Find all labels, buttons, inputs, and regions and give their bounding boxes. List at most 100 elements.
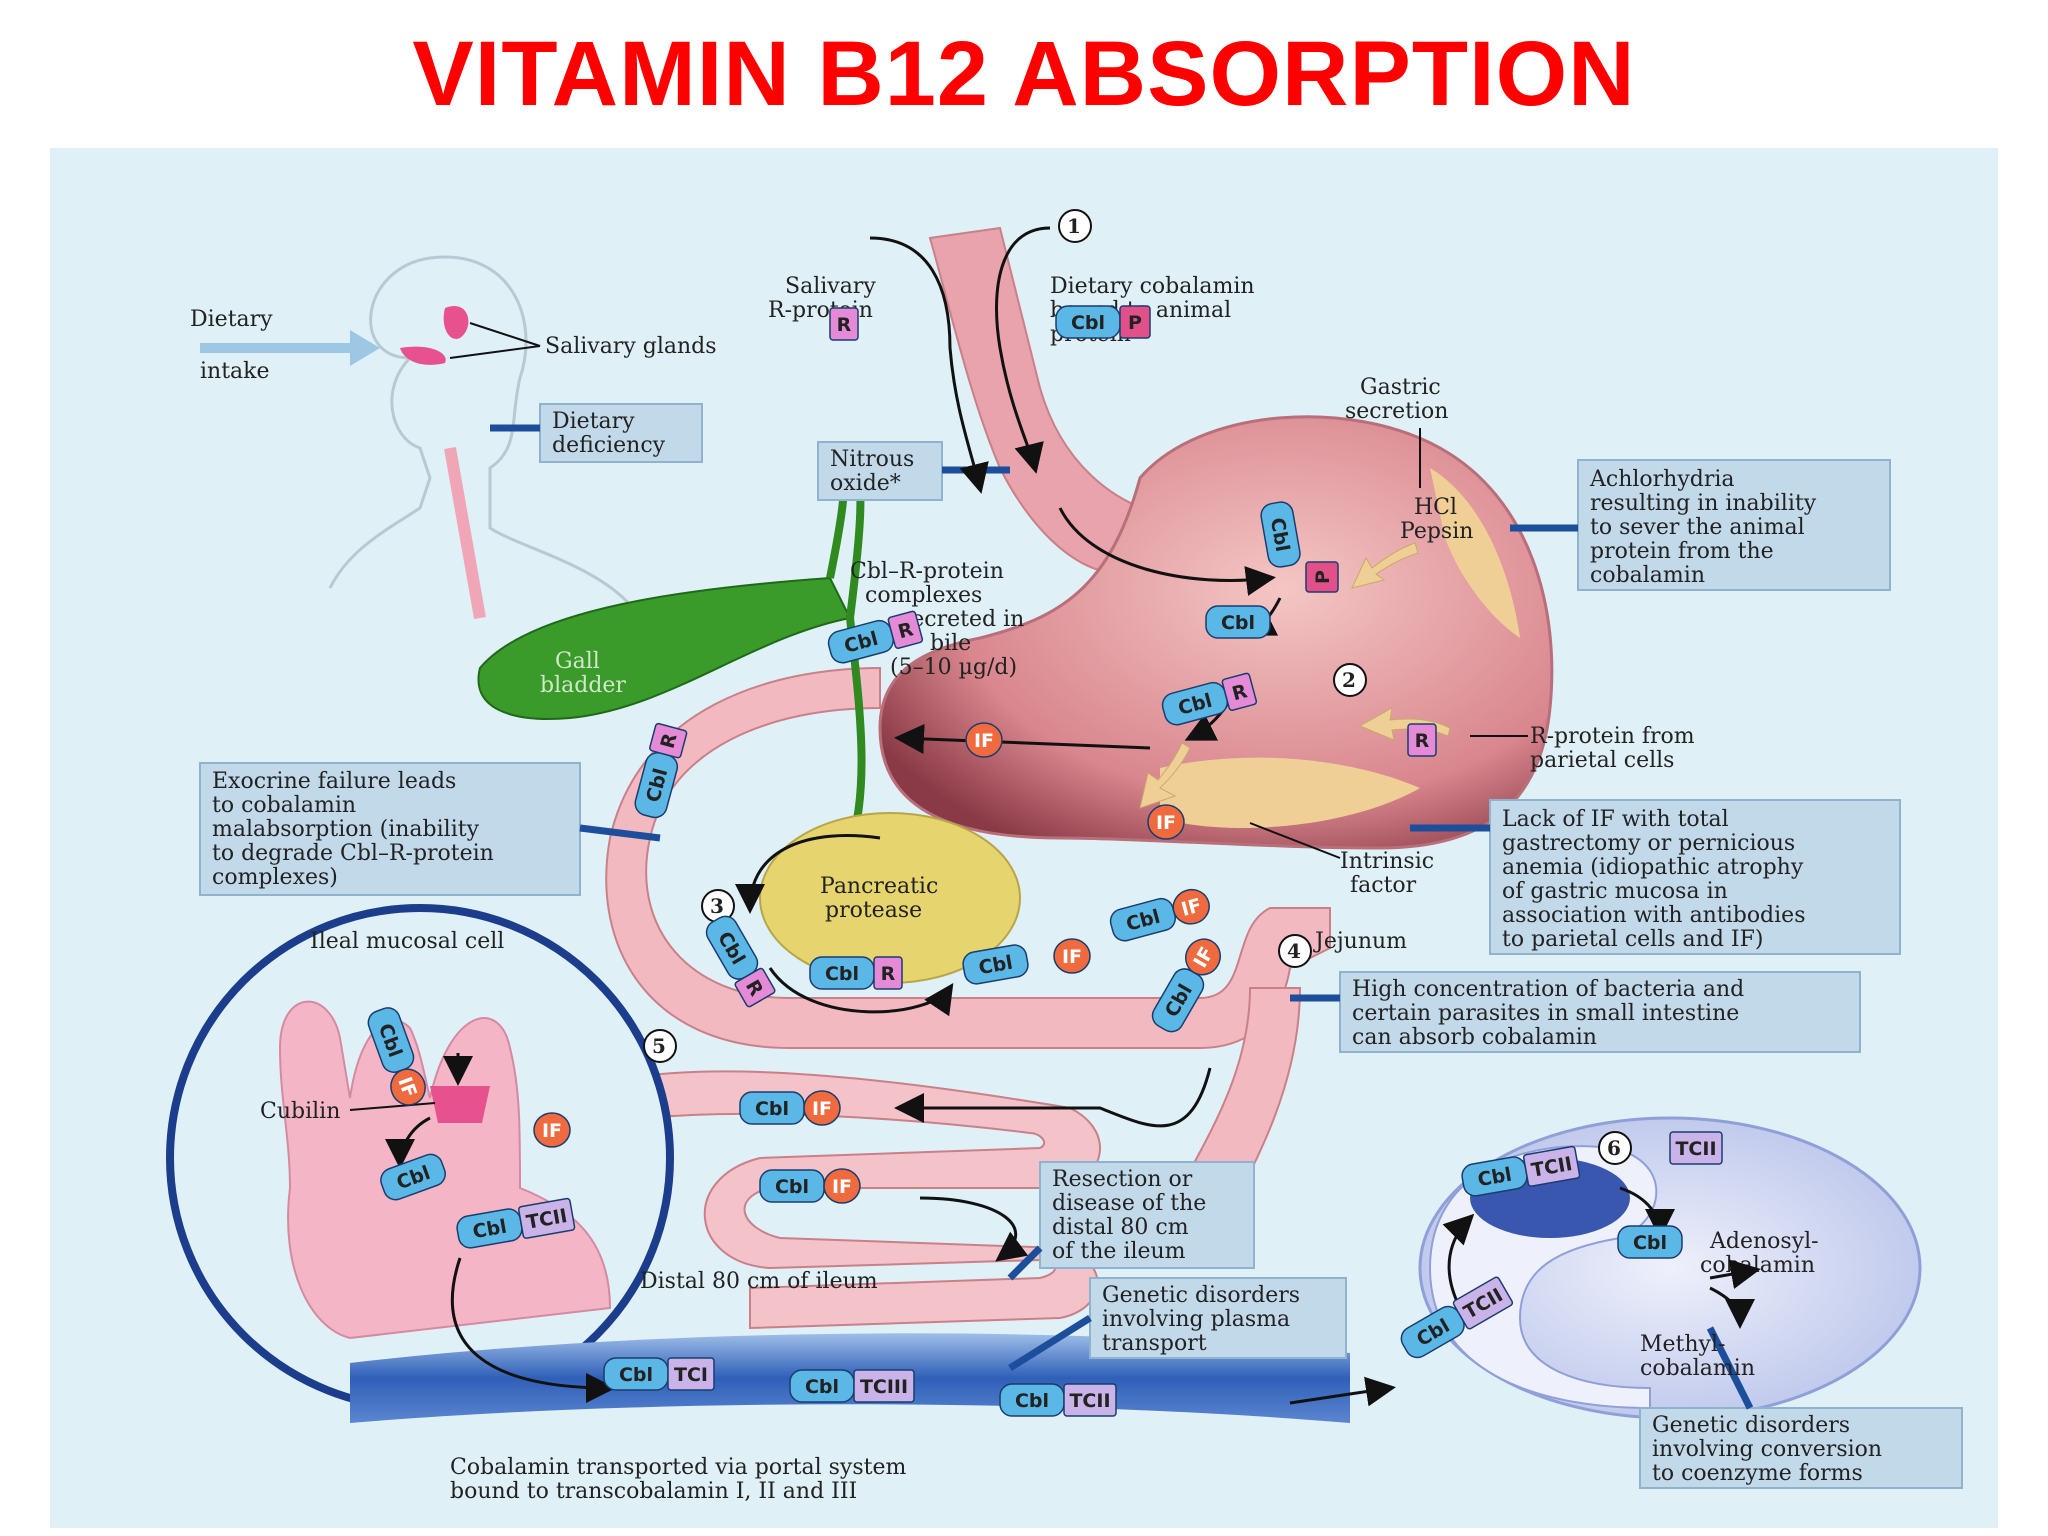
exocrine-2: to cobalamin — [212, 793, 356, 818]
molecule-tag: IF — [1053, 938, 1091, 974]
box-genetic-plasma — [1089, 1277, 1347, 1359]
tag-r-shape — [873, 956, 903, 990]
tag-tcii-label: TCII — [1675, 1138, 1716, 1160]
leader-intrinsic-factor — [1249, 822, 1341, 859]
tag-tcii-shape — [517, 1197, 576, 1239]
molecule-tag: Cbl — [1617, 1225, 1683, 1259]
lack-if-1: Lack of IF with total — [1502, 807, 1729, 832]
tag-p-shape — [1305, 561, 1339, 593]
box-exocrine — [199, 762, 581, 896]
arrow-cbl-down — [995, 226, 1051, 474]
tag-r-shape — [887, 610, 924, 649]
label-gastric-secretion-2: secretion — [1345, 399, 1448, 424]
absorption-diagram: Dietary intake Salivary glands Dietary d… — [50, 148, 1998, 1528]
exocrine-1: Exocrine failure leads — [212, 769, 456, 794]
genetic-plasma-3: transport — [1102, 1331, 1207, 1356]
label-distal-ileum: Distal 80 cm of ileum — [640, 1269, 878, 1294]
hcl-arrow — [1351, 542, 1419, 589]
molecule-tag: IF — [533, 1112, 571, 1148]
arrow-adenosyl — [1709, 1259, 1761, 1289]
leader-salivary-2 — [449, 345, 541, 359]
dietary-intake-arrow — [200, 330, 380, 366]
label-portal-1: Cobalamin transported via portal system — [450, 1455, 906, 1480]
molecule-tag: TCII — [1669, 1131, 1723, 1165]
exocrine-3: malabsorption (inability — [212, 817, 480, 842]
label-dietary-deficiency-2: deficiency — [552, 433, 666, 458]
molecule-tag: Cbl — [962, 944, 1029, 985]
resection-1: Resection or — [1052, 1167, 1193, 1192]
leader-salivary — [469, 322, 541, 347]
molecule-tag: Cbl — [1205, 605, 1271, 639]
tag-tcii-shape — [1452, 1276, 1514, 1330]
label-hcl: HCl — [1414, 495, 1457, 520]
tag-cbl-label: Cbl — [1633, 1232, 1667, 1254]
tag-if-shape — [1172, 888, 1210, 925]
arrow-to-cell — [1289, 1376, 1396, 1407]
label-cubilin: Cubilin — [260, 1099, 340, 1124]
label-gall-bladder-2: bladder — [540, 673, 626, 698]
label-jejunum: Jejunum — [1313, 929, 1407, 954]
tag-r-shape — [1407, 723, 1437, 757]
step-2-circle — [1333, 663, 1367, 697]
label-dietary-cobalamin-1: Dietary cobalamin — [1050, 274, 1255, 299]
box-lack-if-group: Lack of IF with total gastrectomy or per… — [1410, 799, 1901, 955]
tag-r-shape — [1221, 672, 1258, 711]
label-intake: intake — [200, 359, 270, 384]
arrow-to-vessel — [450, 1257, 616, 1403]
tag-if-shape — [533, 1112, 571, 1148]
tag-cbl-label: Cbl — [619, 1364, 653, 1386]
molecule-tag: Cbl — [380, 1153, 446, 1201]
page-title: VITAMIN B12 ABSORPTION — [412, 23, 1636, 125]
tag-cbl-label: Cbl — [1015, 1390, 1049, 1412]
tag-r-label: R — [837, 314, 852, 336]
label-adenosyl-2: cobalamin — [1700, 1253, 1815, 1278]
arrow-pancreas — [735, 834, 881, 914]
gastric-fold — [1430, 468, 1520, 638]
genetic-conversion-2: involving conversion — [1652, 1437, 1882, 1462]
tag-if-label: IF — [832, 1176, 852, 1198]
tag-r-label: R — [896, 618, 916, 643]
tag-if-shape — [965, 722, 1003, 758]
bacteria-2: certain parasites in small intestine — [1352, 1001, 1739, 1026]
tag-r-label: R — [1415, 730, 1430, 752]
label-rprotein-parietal-1: R-protein from — [1530, 724, 1695, 749]
label-gall-bladder-1: Gall — [555, 649, 600, 674]
label-pancreatic-1: Pancreatic — [820, 874, 938, 899]
arrow-to-jejunum — [768, 967, 954, 1017]
flow-arrows — [385, 226, 1761, 1407]
resection-3: distal 80 cm — [1052, 1215, 1189, 1240]
bacteria-1: High concentration of bacteria and — [1352, 977, 1744, 1002]
tag-cbl-shape — [1205, 605, 1271, 639]
box-nitrous-oxide-group: Nitrous oxide* — [817, 441, 1010, 501]
arrow-to-stomach — [1058, 507, 1276, 596]
label-bile-1: Cbl–R-protein — [850, 559, 1004, 584]
label-salivary-rprotein-1: Salivary — [785, 274, 876, 299]
box-lack-if — [1489, 799, 1901, 955]
tag-cbl-label: Cbl — [755, 1098, 789, 1120]
tag-tciii-shape — [853, 1369, 915, 1403]
label-bile-2: complexes — [865, 583, 982, 608]
leader-exocrine — [579, 824, 661, 842]
tag-tcii-shape — [1522, 1145, 1581, 1187]
label-adenosyl-1: Adenosyl- — [1709, 1229, 1819, 1254]
resection-4: of the ileum — [1052, 1239, 1186, 1264]
box-exocrine-group: Exocrine failure leads to cobalamin mala… — [199, 762, 661, 896]
arrow-r-down — [869, 236, 989, 494]
label-bile-3: secreted in — [900, 607, 1024, 632]
tag-tciii-label: TCIII — [860, 1376, 908, 1398]
tag-if-shape — [803, 1090, 841, 1126]
tag-cbl-label: Cbl — [1221, 612, 1255, 634]
label-salivary-glands: Salivary glands — [545, 334, 717, 359]
step-4: 4 — [1287, 939, 1301, 963]
step-1-circle — [1058, 209, 1092, 243]
lack-if-4: of gastric mucosa in — [1502, 879, 1728, 904]
tag-if-label: IF — [1062, 946, 1082, 968]
label-pancreatic-2: protease — [825, 898, 922, 923]
label-bile-4: bile — [930, 631, 971, 656]
